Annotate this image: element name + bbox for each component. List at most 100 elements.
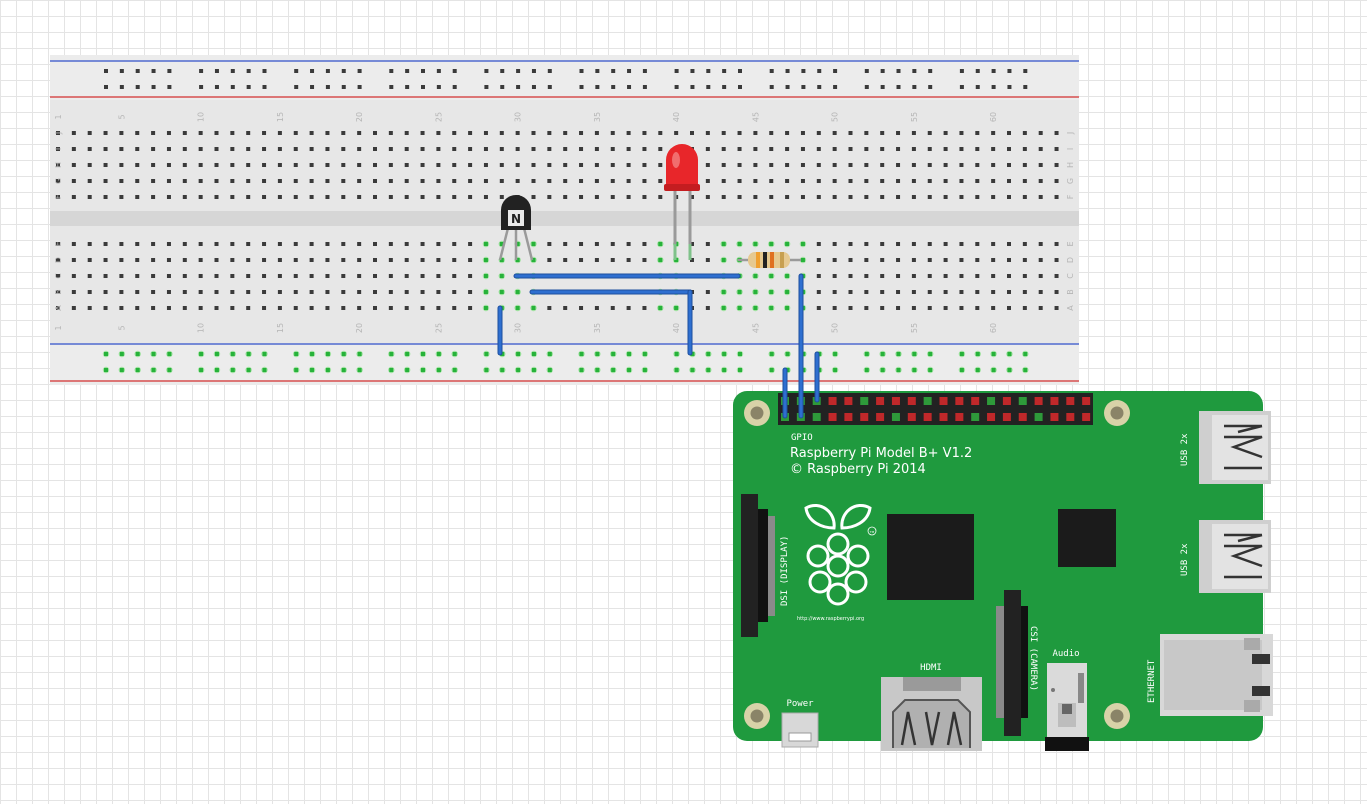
breadboard-hole — [785, 274, 790, 278]
gpio-pin[interactable] — [1018, 397, 1027, 405]
gpio-pin[interactable] — [907, 413, 916, 421]
gpio-pin[interactable] — [955, 397, 964, 405]
gpio-pin[interactable] — [939, 397, 948, 405]
micro-usb-power-port[interactable] — [781, 712, 819, 748]
gpio-pin[interactable] — [828, 413, 837, 421]
gpio-pin[interactable] — [971, 397, 980, 405]
breadboard-hole — [56, 163, 60, 167]
rail-hole — [341, 368, 346, 372]
breadboard-hole — [499, 258, 504, 262]
gpio-pin[interactable] — [1050, 413, 1059, 421]
gpio-pin[interactable] — [1082, 413, 1091, 421]
breadboard-hole — [230, 147, 235, 151]
breadboard-hole — [373, 195, 377, 199]
breadboard-hole — [769, 131, 774, 135]
gpio-pin[interactable] — [1066, 413, 1075, 421]
breadboard-hole — [721, 195, 726, 199]
gpio-pin[interactable] — [828, 397, 837, 405]
gpio-pin[interactable] — [1034, 413, 1043, 421]
gpio-pin[interactable] — [1034, 397, 1043, 405]
breadboard-hole — [103, 163, 108, 167]
breadboard-hole — [151, 258, 156, 262]
breadboard-hole — [880, 306, 885, 310]
breadboard-hole — [436, 258, 441, 262]
gpio-pin[interactable] — [923, 397, 932, 405]
gpio-pin[interactable] — [844, 413, 853, 421]
breadboard-hole — [262, 242, 267, 246]
gpio-pin[interactable] — [907, 397, 916, 405]
jumper-wires[interactable] — [497, 273, 820, 419]
breadboard-hole — [975, 242, 980, 246]
breadboard-hole — [230, 290, 235, 294]
rail-hole — [262, 69, 267, 73]
rail-hole — [325, 368, 330, 372]
gpio-pin[interactable] — [987, 397, 996, 405]
gpio-pin[interactable] — [1018, 413, 1027, 421]
breadboard-hole — [357, 131, 362, 135]
npn-transistor[interactable]: N — [498, 195, 534, 261]
breadboard-hole — [800, 163, 805, 167]
gpio-pin[interactable] — [1050, 397, 1059, 405]
hdmi-port[interactable] — [881, 677, 982, 751]
breadboard-hole — [182, 258, 187, 262]
breadboard-hole — [610, 131, 615, 135]
gpio-pin[interactable] — [955, 413, 964, 421]
breadboard-hole — [642, 195, 647, 199]
gpio-pin[interactable] — [844, 397, 853, 405]
breadboard-hole — [943, 163, 948, 167]
breadboard-hole — [911, 306, 916, 310]
breadboard-hole — [483, 195, 488, 199]
gpio-pin[interactable] — [939, 413, 948, 421]
rail-hole — [864, 85, 869, 89]
breadboard-hole — [547, 306, 552, 310]
gpio-pin[interactable] — [860, 397, 869, 405]
breadboard-hole — [626, 163, 631, 167]
breadboard-hole — [182, 290, 187, 294]
gpio-pin[interactable] — [891, 397, 900, 405]
breadboard-hole — [1038, 131, 1043, 135]
gpio-pin[interactable] — [971, 413, 980, 421]
breadboard-hole — [642, 306, 647, 310]
rail-hole — [991, 69, 996, 73]
breadboard-hole — [452, 290, 457, 294]
gpio-pin[interactable] — [1002, 397, 1011, 405]
breadboard-hole — [1054, 258, 1059, 262]
red-led[interactable] — [664, 144, 700, 260]
breadboard-hole — [832, 131, 837, 135]
audio-jack[interactable] — [1045, 663, 1089, 751]
breadboard-hole — [56, 179, 60, 183]
gpio-pin[interactable] — [876, 413, 885, 421]
breadboard-hole — [373, 242, 377, 246]
breadboard-hole — [468, 274, 473, 278]
column-number: 25 — [434, 323, 443, 333]
rail-hole — [801, 85, 806, 89]
gpio-pin[interactable] — [1002, 413, 1011, 421]
breadboard-hole — [71, 163, 76, 167]
rail-hole — [611, 352, 616, 356]
gpio-pin[interactable] — [812, 413, 821, 421]
breadboard-hole — [753, 242, 758, 246]
breadboard-hole — [911, 290, 916, 294]
breadboard-hole — [182, 242, 187, 246]
gpio-pin[interactable] — [987, 413, 996, 421]
breadboard-hole — [531, 195, 536, 199]
breadboard-hole — [785, 179, 790, 183]
rail-hole — [896, 352, 901, 356]
ethernet-port[interactable] — [1160, 634, 1273, 716]
gpio-pin[interactable] — [1066, 397, 1075, 405]
breadboard-hole — [642, 147, 647, 151]
gpio-pin[interactable] — [891, 413, 900, 421]
gpio-pin[interactable] — [860, 413, 869, 421]
breadboard-hole — [483, 163, 488, 167]
usb-port[interactable] — [1199, 411, 1271, 484]
gpio-pins[interactable] — [781, 397, 1091, 421]
usb-port[interactable] — [1199, 520, 1271, 593]
breadboard-hole — [721, 258, 726, 262]
resistor[interactable] — [738, 252, 801, 268]
gpio-pin[interactable] — [1082, 397, 1091, 405]
rail-hole — [595, 352, 600, 356]
breadboard-hole — [737, 147, 742, 151]
column-number: 20 — [355, 112, 364, 122]
gpio-pin[interactable] — [876, 397, 885, 405]
gpio-pin[interactable] — [923, 413, 932, 421]
